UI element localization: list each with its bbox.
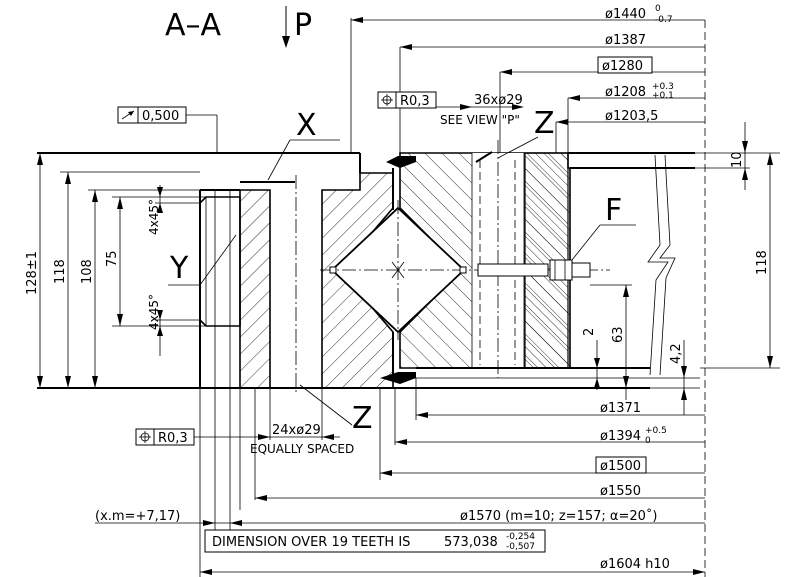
svg-text:ø1604 h10: ø1604 h10 [600, 557, 670, 572]
lube-nipple [477, 259, 591, 281]
detail-x: X [296, 108, 317, 143]
dim-h75: 75 [105, 196, 206, 327]
dim-d1280: ø1280 [500, 56, 705, 75]
dim-chamfer-top: 4x45° [147, 185, 200, 235]
svg-text:ø1371: ø1371 [600, 401, 641, 416]
outer-bolt-hole [471, 140, 525, 378]
dim-chamfer-bottom: 4x45° [147, 294, 200, 356]
svg-text:63: 63 [611, 326, 626, 343]
roller-raceway [320, 200, 610, 340]
view-label: P [294, 8, 312, 43]
svg-text:-0.7: -0.7 [655, 15, 673, 25]
svg-text:4x45°: 4x45° [147, 294, 161, 330]
svg-text:573,038: 573,038 [444, 535, 498, 550]
z-top-leader [475, 136, 539, 163]
dim-d1203: ø1203,5 [556, 109, 705, 125]
view-arrow [282, 6, 290, 48]
equally-spaced: EQUALLY SPACED [250, 442, 354, 456]
inner-bolt-hole [269, 175, 323, 395]
svg-text:0,500: 0,500 [142, 109, 179, 124]
x-leader [240, 139, 340, 183]
svg-text:118: 118 [755, 250, 770, 275]
detail-z-bottom: Z [352, 401, 373, 436]
svg-text:R0,3: R0,3 [158, 431, 188, 446]
svg-text:2: 2 [582, 328, 597, 336]
dim-h108: 108 [80, 189, 200, 388]
svg-text:ø1570 (m=10; z=157; α=20˚): ø1570 (m=10; z=157; α=20˚) [460, 508, 657, 524]
section-label: A–A [165, 8, 222, 43]
svg-text:DIMENSION OVER 19 TEETH IS: DIMENSION OVER 19 TEETH IS [212, 535, 410, 550]
svg-text:4,2: 4,2 [669, 343, 684, 364]
svg-text:(x.m=+7,17): (x.m=+7,17) [95, 509, 180, 524]
dim-h118-left: 118 [53, 171, 200, 388]
svg-text:ø1440: ø1440 [605, 7, 646, 22]
svg-text:R0,3: R0,3 [400, 94, 430, 109]
y-leader [168, 234, 237, 286]
svg-text:ø1387: ø1387 [605, 33, 646, 48]
dim-d1604: ø1604 h10 [200, 557, 705, 575]
svg-text:0: 0 [645, 436, 651, 446]
detail-y: Y [169, 251, 189, 286]
detail-z-top: Z [534, 106, 555, 141]
dim-d1387: ø1387 [400, 33, 705, 50]
svg-text:75: 75 [105, 250, 120, 267]
svg-text:+0.1: +0.1 [652, 91, 674, 101]
detail-f: F [605, 193, 622, 228]
svg-text:-0,254: -0,254 [506, 532, 535, 542]
dim-h118-right: 118 [700, 153, 780, 369]
svg-text:4x45°: 4x45° [147, 199, 161, 235]
gear-teeth [199, 190, 241, 388]
holes-bottom: 24xø29 [272, 423, 321, 438]
svg-text:+0.3: +0.3 [652, 82, 674, 92]
svg-text:ø1208: ø1208 [605, 85, 646, 100]
dim-d1394: ø1394 +0.5 0 [395, 426, 705, 446]
bottom-position-tol: R0,3 [135, 428, 340, 446]
svg-text:+0.5: +0.5 [645, 426, 667, 436]
svg-text:128±1: 128±1 [25, 251, 40, 295]
top-position-tol: R0,3 [377, 91, 524, 110]
runout-tol: 0,500 [117, 106, 217, 124]
inner-ring-section [199, 172, 394, 389]
svg-text:0: 0 [655, 4, 661, 14]
teeth-dimension: DIMENSION OVER 19 TEETH IS 573,038 -0,25… [204, 529, 546, 553]
dim-h2: 2 [582, 328, 600, 390]
svg-text:118: 118 [53, 259, 68, 284]
svg-text:ø1203,5: ø1203,5 [605, 109, 658, 124]
dim-d1550: ø1550 [255, 484, 705, 501]
dim-d1500: ø1500 [380, 456, 705, 476]
break-line [647, 154, 676, 376]
holes-top: 36xø29 [474, 93, 523, 108]
dim-d1440: ø1440 0 -0.7 [351, 4, 705, 25]
dim-h4-2: 4,2 [650, 340, 700, 415]
svg-text:ø1500: ø1500 [600, 459, 641, 474]
f-leader [571, 224, 636, 261]
z-bottom-leader [299, 384, 353, 426]
dim-h128: 128±1 [25, 153, 43, 388]
seals [380, 156, 416, 384]
svg-text:10: 10 [730, 151, 745, 168]
svg-text:108: 108 [80, 259, 95, 284]
svg-text:ø1280: ø1280 [602, 59, 643, 74]
dim-d1570: (x.m=+7,17) ø1570 (m=10; z=157; α=20˚) [95, 508, 705, 526]
svg-text:ø1550: ø1550 [600, 484, 641, 499]
dim-h63: 63 [590, 284, 632, 400]
dim-d1208: ø1208 +0.3 +0.1 [568, 82, 705, 101]
svg-text:ø1394: ø1394 [600, 429, 641, 444]
svg-text:-0,507: -0,507 [506, 542, 535, 552]
dim-h10: 10 [695, 122, 780, 190]
dim-d1371: ø1371 [416, 401, 705, 418]
see-view-p: SEE VIEW "P" [440, 113, 520, 127]
